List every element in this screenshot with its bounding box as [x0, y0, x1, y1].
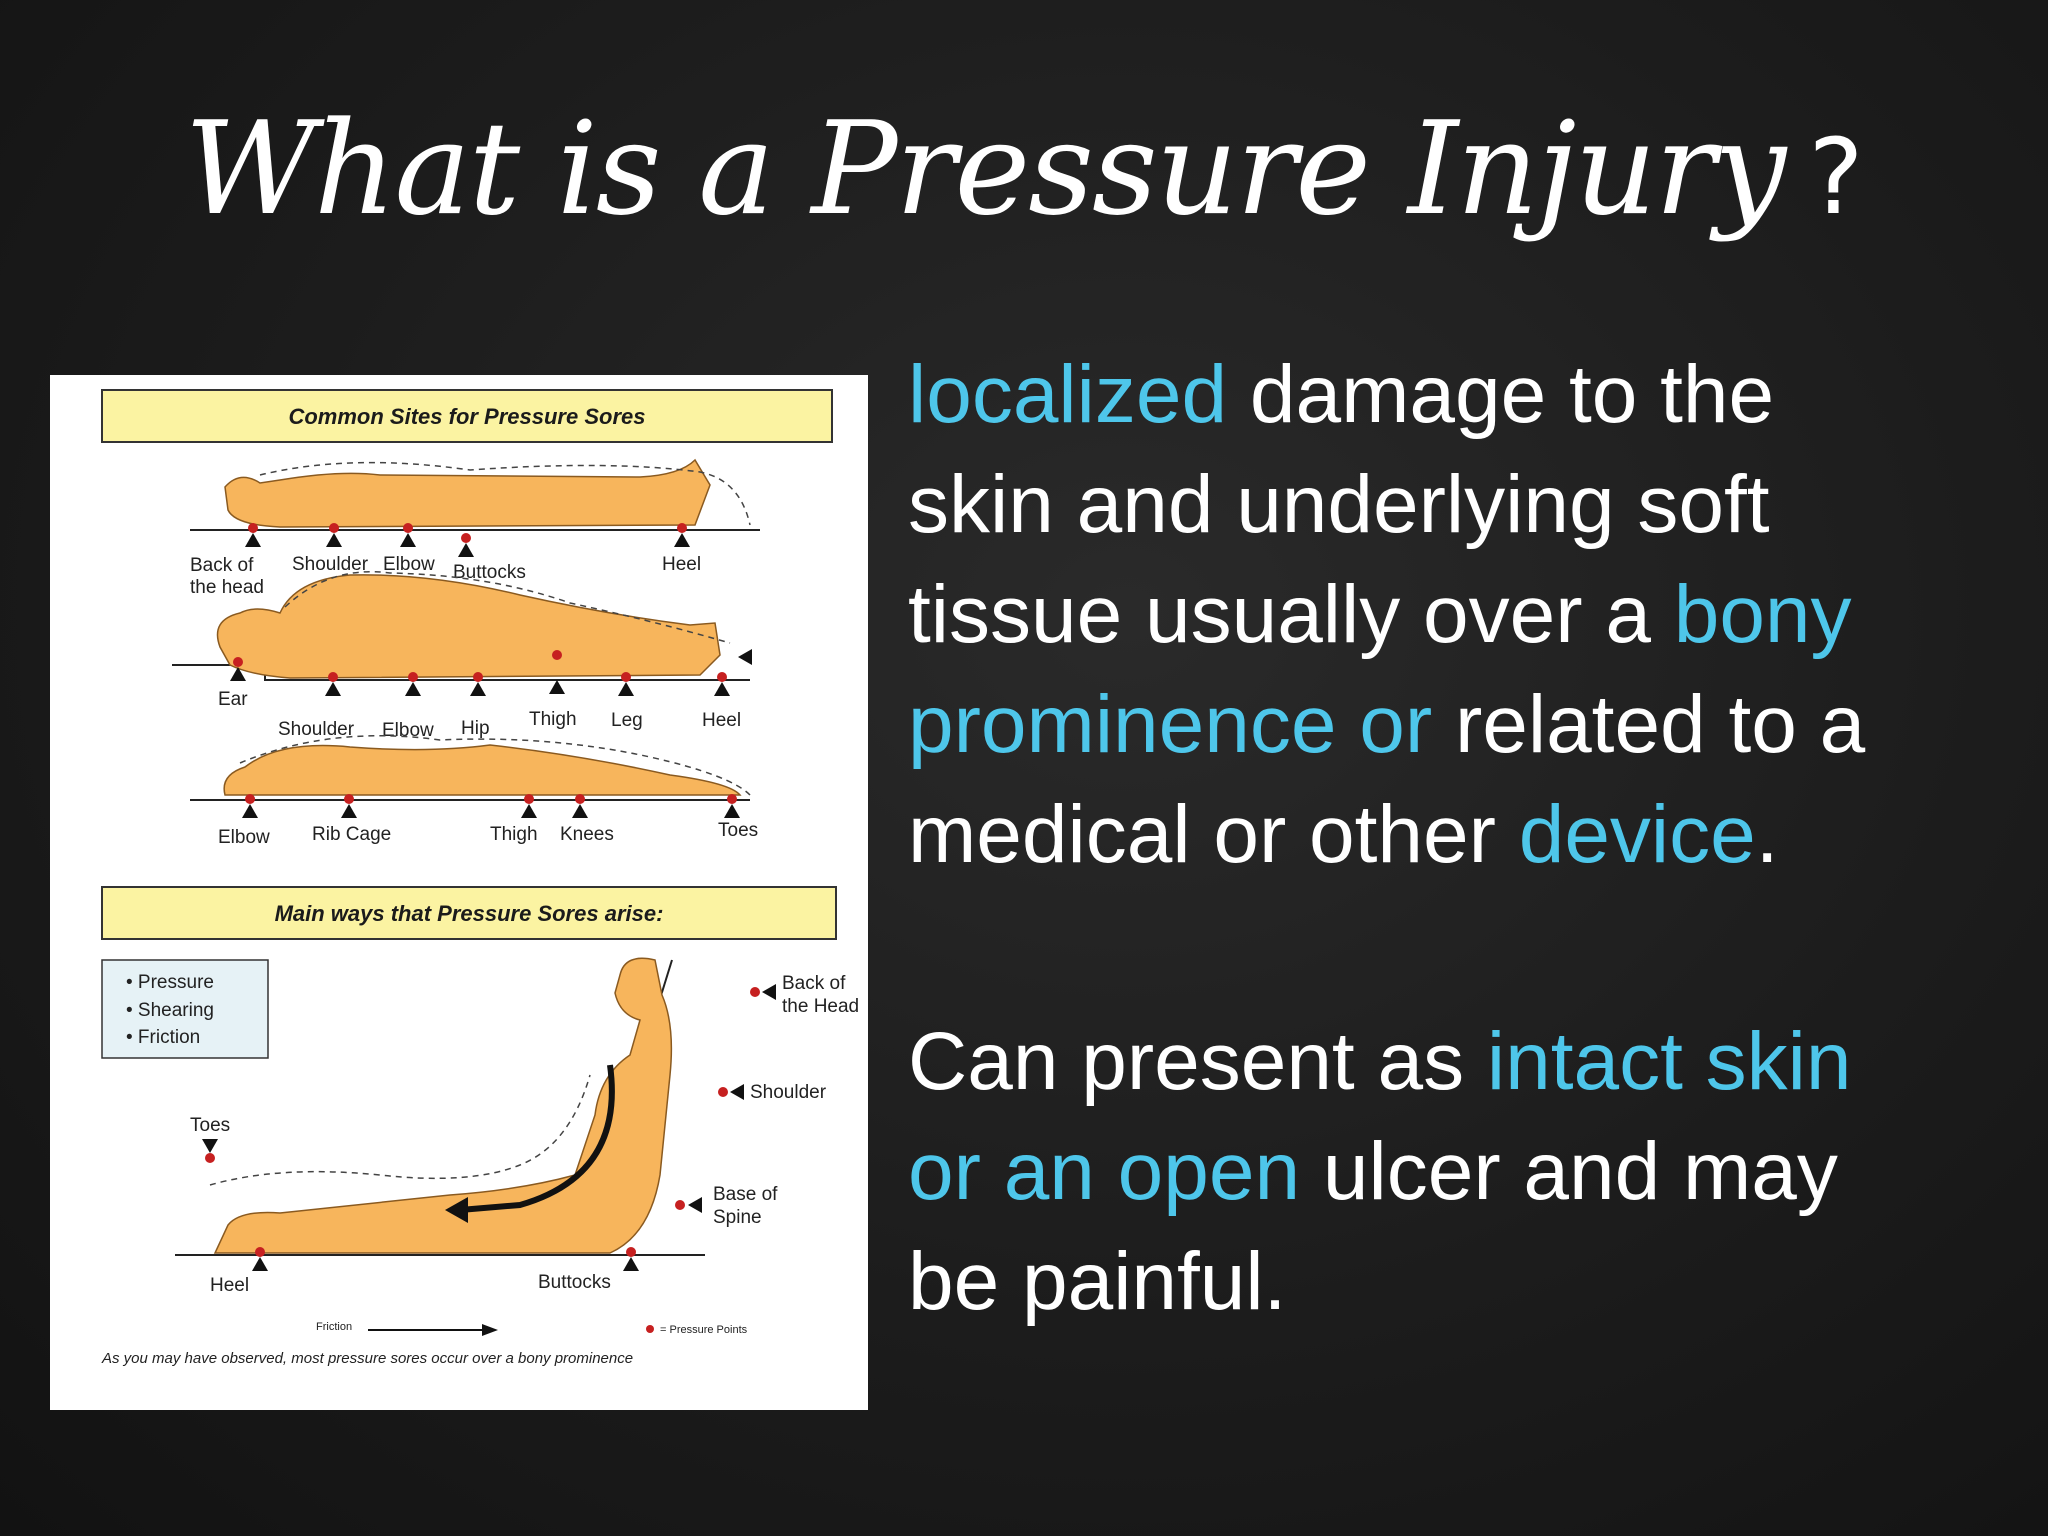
highlighted-phrase: or an open [908, 1126, 1301, 1217]
text-line: medical or other device. [908, 780, 2018, 890]
pressure-points-1 [248, 523, 687, 543]
label-base-of-spine-1: Base of [713, 1184, 778, 1205]
shear-arrow [459, 1064, 615, 1213]
text-segment: medical or other [908, 789, 1519, 880]
highlighted-phrase: prominence or [908, 679, 1433, 770]
body-outline-dashed-3 [239, 735, 751, 796]
arrows-1 [245, 533, 690, 557]
header-1-text: Common Sites for Pressure Sores [288, 404, 645, 429]
text-segment: be painful. [908, 1236, 1287, 1327]
label-toes-3: Toes [718, 820, 758, 841]
title-question-mark: ? [1808, 116, 1864, 238]
figure-caption: As you may have observed, most pressure … [101, 1350, 633, 1367]
label-ear: Ear [218, 689, 248, 710]
shear-arrowhead [445, 1197, 468, 1223]
body-outline-dashed-2 [284, 570, 731, 644]
text-segment: damage to the [1227, 349, 1775, 440]
way-friction: • Friction [126, 1027, 200, 1048]
body-silhouette-4 [213, 957, 673, 1254]
label-knees: Knees [560, 824, 614, 845]
text-segment: related to a [1432, 679, 1866, 770]
label-hip: Hip [461, 718, 490, 739]
text-line: or an open ulcer and may [908, 1117, 2018, 1227]
text-segment: Can present as [908, 1016, 1487, 1107]
label-thigh-3: Thigh [490, 824, 538, 845]
body-outline-dashed-4 [209, 1074, 591, 1186]
header-box-2 [101, 886, 837, 940]
label-back-of-head-1: Back of [190, 555, 254, 576]
label-heel-2: Heel [702, 710, 741, 731]
label-elbow-1: Elbow [383, 554, 435, 575]
way-pressure: • Pressure [126, 972, 214, 993]
arrows-3 [242, 804, 740, 818]
text-line: Can present as intact skin [908, 1007, 2018, 1117]
text-line: localized damage to the [908, 340, 2018, 450]
label-shoulder-1: Shoulder [292, 554, 369, 575]
label-back-of-head-2: the head [190, 577, 264, 598]
text-segment: skin and underlying soft [908, 459, 1770, 550]
label-buttocks-1: Buttocks [453, 562, 526, 583]
legend-pressure-text: = Pressure Points [660, 1324, 748, 1336]
label-back-of-head-s1: Back of [782, 973, 846, 994]
label-base-of-spine-2: Spine [713, 1207, 762, 1228]
label-leg: Leg [611, 710, 643, 731]
body-outline-dashed-1 [259, 461, 751, 526]
way-shearing: • Shearing [126, 1000, 214, 1021]
text-segment: . [1755, 789, 1779, 880]
body-silhouette-3 [223, 744, 742, 796]
label-back-of-head-s2: the Head [782, 996, 859, 1017]
text-segment: ulcer and may [1300, 1126, 1838, 1217]
legend-pressure-dot [646, 1325, 654, 1333]
body-silhouette-1 [224, 458, 711, 528]
arrows-4 [202, 984, 776, 1271]
legend-friction-text: Friction [316, 1321, 352, 1333]
pressure-sores-diagram: Common Sites for Pressure Sores Back of … [50, 375, 868, 1410]
pressure-points-3 [245, 794, 737, 804]
label-heel-s: Heel [210, 1275, 249, 1296]
diagram-svg: Common Sites for Pressure Sores Back of … [101, 389, 859, 1367]
highlighted-phrase: localized [908, 349, 1228, 440]
pressure-points-4 [205, 987, 760, 1257]
highlighted-phrase: device [1518, 789, 1756, 880]
body-silhouette-2 [216, 574, 721, 679]
label-thigh-2: Thigh [529, 709, 577, 730]
highlighted-phrase: intact skin [1486, 1016, 1852, 1107]
pressure-points-2 [233, 650, 727, 682]
text-line: skin and underlying soft [908, 450, 2018, 560]
text-line: prominence or related to a [908, 670, 2018, 780]
legend-friction-arrowhead [482, 1324, 498, 1336]
label-shoulder-2: Shoulder [278, 719, 355, 740]
text-segment: tissue usually over a [908, 569, 1674, 660]
label-shoulder-s: Shoulder [750, 1082, 827, 1103]
label-rib-cage: Rib Cage [312, 824, 391, 845]
title-text: What is a Pressure Injury [184, 95, 1786, 244]
arrows-2 [230, 667, 730, 696]
slide-title: What is a Pressure Injury? [0, 95, 2048, 244]
header-box-1 [101, 389, 833, 443]
label-elbow-3: Elbow [218, 827, 270, 848]
ways-box [101, 959, 269, 1059]
text-line: tissue usually over a bony [908, 560, 2018, 670]
label-heel-1: Heel [662, 554, 701, 575]
header-2-text: Main ways that Pressure Sores arise: [275, 901, 664, 926]
highlighted-phrase: bony [1673, 569, 1852, 660]
label-toes-s: Toes [190, 1115, 230, 1136]
label-buttocks-s: Buttocks [538, 1272, 611, 1293]
arrow-side [738, 649, 752, 665]
text-line: be painful. [908, 1227, 2018, 1337]
